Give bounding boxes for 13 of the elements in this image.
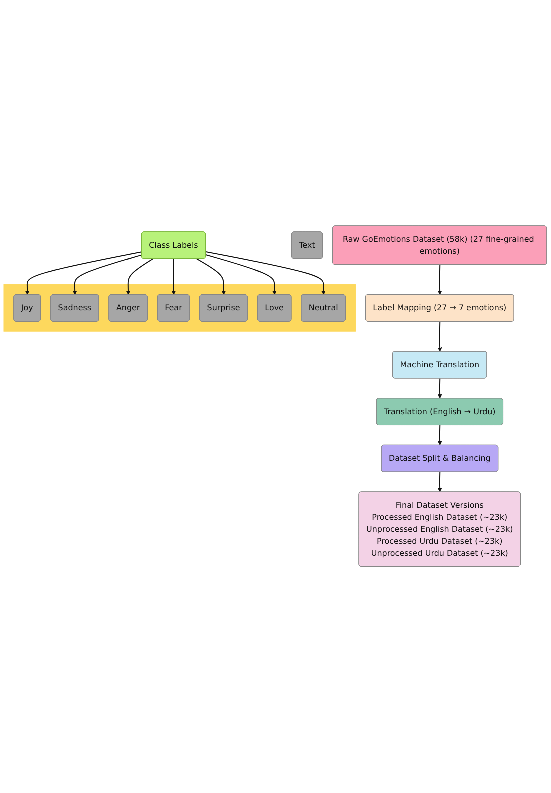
arrow (172, 258, 176, 296)
arrow (438, 425, 442, 446)
cluster (4, 284, 356, 332)
arrow (196, 258, 226, 296)
arrow (206, 252, 326, 296)
arrow (206, 254, 277, 296)
arrow (25, 252, 142, 296)
arrow (438, 264, 442, 296)
arrow (126, 258, 154, 296)
arrow (438, 378, 442, 399)
arrow (438, 322, 442, 352)
arrow (438, 472, 442, 493)
arrow (72, 254, 142, 296)
